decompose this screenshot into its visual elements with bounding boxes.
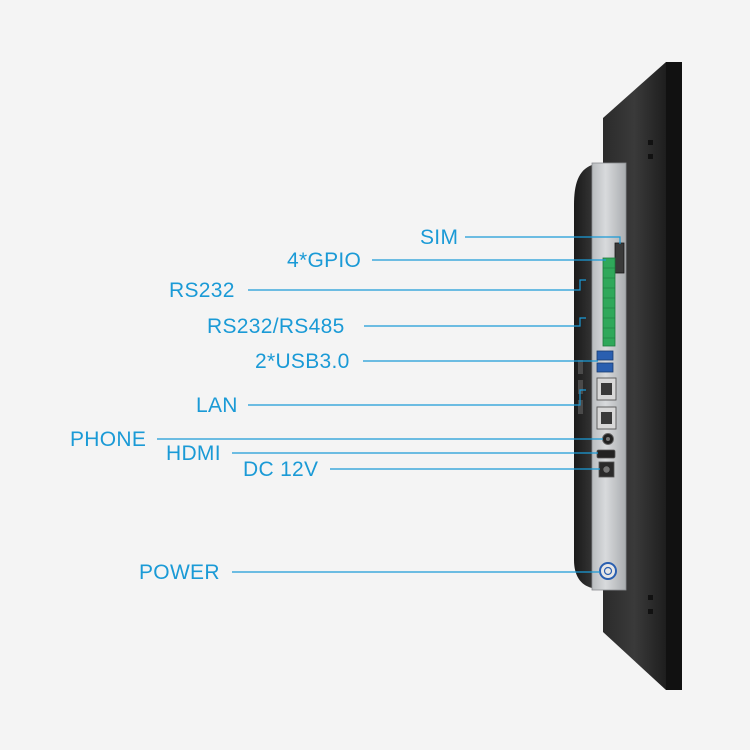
- power-button-graphic: [599, 562, 617, 580]
- label-rs232-rs485: RS232/RS485: [207, 315, 345, 338]
- terminal-blocks: [602, 257, 616, 347]
- label-hdmi: HDMI: [166, 442, 221, 465]
- usb-ports: [596, 350, 614, 373]
- label-usb: 2*USB3.0: [255, 350, 350, 373]
- label-sim: SIM: [420, 226, 459, 249]
- phone-jack: [602, 433, 614, 445]
- io-plate: [591, 162, 627, 591]
- lan-ports: [596, 377, 617, 430]
- leader-lan: [248, 389, 586, 406]
- leader-sim: [465, 236, 621, 244]
- sim-slot: [614, 242, 625, 274]
- rear-housing: [574, 165, 592, 588]
- label-dc: DC 12V: [243, 458, 319, 481]
- label-power: POWER: [139, 561, 220, 584]
- leader-rs232: [248, 279, 586, 291]
- hdmi-port: [596, 449, 616, 459]
- label-lan: LAN: [196, 394, 238, 417]
- label-phone: PHONE: [70, 428, 147, 451]
- label-rs232: RS232: [169, 279, 235, 302]
- dc-jack: [598, 461, 615, 478]
- leader-lines: [157, 236, 621, 573]
- label-gpio: 4*GPIO: [287, 249, 362, 272]
- leader-rs232-rs485: [364, 317, 586, 327]
